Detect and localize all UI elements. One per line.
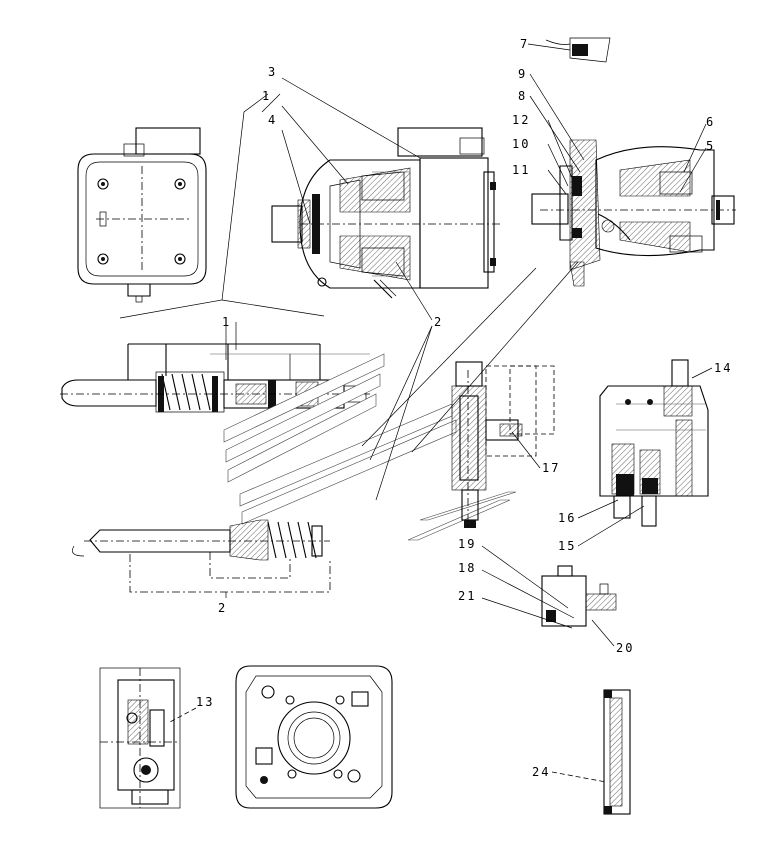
callout-9: 9 [518, 67, 527, 81]
control-block [599, 359, 709, 527]
housing-13 [99, 667, 181, 809]
cover-plate-24 [603, 689, 631, 815]
callout-7: 7 [520, 37, 529, 51]
small-valve-block [541, 565, 617, 627]
right-pump-section [531, 37, 736, 287]
housing-bottom-center [235, 665, 393, 809]
callout-14: 14 [714, 361, 732, 375]
leader-lines [119, 43, 713, 783]
callout-18: 18 [458, 561, 476, 575]
callout-2-top: 2 [434, 315, 443, 329]
callout-11: 11 [512, 163, 530, 177]
callout-12: 12 [512, 113, 530, 127]
callout-2-bottom: 2 [218, 601, 227, 615]
callout-5: 5 [706, 139, 715, 153]
callout-24: 24 [532, 765, 550, 779]
callout-17: 17 [542, 461, 560, 475]
callout-1-top: 1 [262, 89, 271, 103]
callout-16: 16 [558, 511, 576, 525]
callout-3: 3 [268, 65, 277, 79]
main-pump-section [271, 127, 500, 299]
callout-1-piston: 1 [222, 315, 231, 329]
callout-13: 13 [196, 695, 214, 709]
callout-20: 20 [616, 641, 634, 655]
callout-8: 8 [518, 89, 527, 103]
valve-17 [451, 361, 555, 530]
lower-piston-assembly [72, 519, 331, 593]
callout-21: 21 [458, 589, 476, 603]
pump-end-view [77, 127, 207, 303]
callout-10: 10 [512, 137, 530, 151]
callout-19: 19 [458, 537, 476, 551]
callout-labels: 1 3 4 2 1 2 7 9 8 12 10 11 6 5 14 17 16 … [196, 37, 732, 779]
callout-15: 15 [558, 539, 576, 553]
callout-6: 6 [706, 115, 715, 129]
callout-4: 4 [268, 113, 277, 127]
